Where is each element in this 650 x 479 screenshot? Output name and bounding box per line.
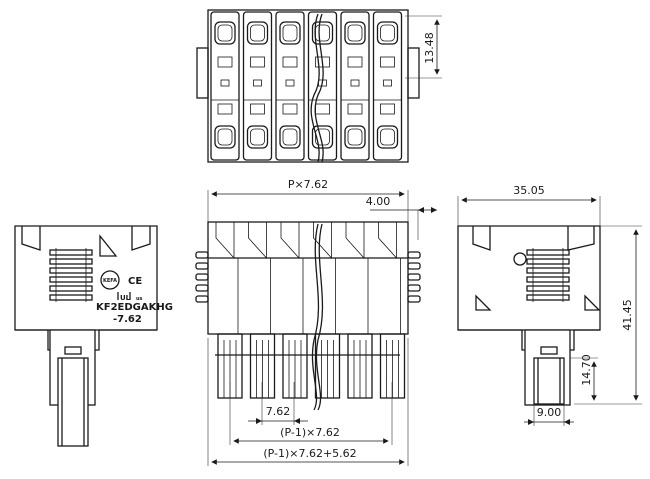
ul-mark: UL us bbox=[117, 292, 143, 302]
top-column bbox=[340, 11, 370, 161]
release-slot bbox=[380, 103, 395, 115]
front-fin bbox=[407, 295, 421, 303]
front-slot bbox=[313, 222, 332, 260]
release-slot bbox=[380, 56, 395, 68]
front-pin bbox=[379, 333, 406, 399]
release-slot bbox=[347, 56, 363, 68]
side-fin bbox=[49, 258, 93, 265]
top-view: 13.48 bbox=[196, 9, 442, 163]
front-fin bbox=[195, 295, 209, 303]
release-slot bbox=[282, 103, 298, 115]
front-view: P×7.62 4.00 7.62 (P-1)×7.62 (P-1)×7.62+5… bbox=[195, 178, 437, 466]
wire-entry-bottom bbox=[376, 125, 399, 149]
top-view-columns bbox=[210, 11, 403, 161]
front-view-fins bbox=[195, 251, 421, 303]
wire-entry-bottom bbox=[279, 125, 301, 149]
front-slot bbox=[248, 222, 267, 260]
front-fin bbox=[407, 251, 421, 259]
front-pin bbox=[314, 333, 341, 399]
front-view-slots bbox=[215, 222, 401, 334]
top-view-ears bbox=[196, 47, 420, 99]
dim-total-height: 41.45 bbox=[621, 299, 634, 331]
side-fin bbox=[49, 249, 93, 256]
top-column bbox=[275, 11, 305, 161]
front-fin bbox=[407, 284, 421, 292]
front-slot bbox=[280, 222, 300, 260]
side-fin bbox=[526, 258, 570, 265]
part-number-line1: KF2EDGAKHG bbox=[96, 302, 173, 313]
side-fin bbox=[49, 285, 93, 292]
front-fin bbox=[407, 262, 421, 270]
release-slot bbox=[250, 103, 265, 115]
wire-entry-top bbox=[376, 21, 399, 45]
kefa-logo: KEFA bbox=[100, 270, 120, 290]
break-line-top bbox=[314, 13, 324, 163]
side-fin bbox=[49, 294, 93, 301]
side-fin bbox=[526, 294, 570, 301]
side-left-fins bbox=[49, 248, 93, 302]
ce-mark-text: CE bbox=[128, 276, 142, 287]
dim-pin-width: 9.00 bbox=[537, 406, 562, 419]
front-slot bbox=[215, 222, 235, 260]
side-right-circle bbox=[513, 252, 527, 266]
side-view-right: 35.05 41.45 14.70 9.00 bbox=[457, 184, 642, 426]
front-pin bbox=[282, 333, 308, 399]
dim-pitch-total: P×7.62 bbox=[288, 178, 328, 191]
front-view-pins bbox=[217, 333, 406, 399]
release-slot bbox=[250, 56, 265, 68]
kefa-logo-text: KEFA bbox=[103, 278, 117, 284]
front-pin bbox=[347, 333, 373, 399]
front-fin bbox=[407, 273, 421, 281]
release-slot bbox=[347, 103, 363, 115]
dim-span-pitch: (P-1)×7.62 bbox=[280, 426, 340, 439]
release-slot bbox=[282, 56, 298, 68]
dim-pitch: 7.62 bbox=[266, 405, 291, 418]
wire-entry-bottom bbox=[214, 125, 236, 149]
front-pin bbox=[249, 333, 276, 399]
wire-entry-bottom bbox=[246, 125, 269, 149]
front-fin bbox=[195, 262, 209, 270]
front-slot bbox=[345, 222, 365, 260]
top-column bbox=[372, 11, 403, 161]
front-fin bbox=[195, 284, 209, 292]
part-number-line2: -7.62 bbox=[113, 314, 142, 325]
dim-depth: 35.05 bbox=[513, 184, 545, 197]
side-fin bbox=[49, 267, 93, 274]
release-slot bbox=[217, 56, 233, 68]
front-fin bbox=[195, 273, 209, 281]
ce-mark: CE bbox=[128, 276, 142, 287]
wire-entry-top bbox=[214, 21, 236, 45]
dim-offset: 4.00 bbox=[366, 195, 391, 208]
release-slot bbox=[217, 103, 233, 115]
wire-entry-top bbox=[311, 21, 334, 45]
top-column bbox=[210, 11, 240, 161]
front-fin bbox=[195, 251, 209, 259]
wire-entry-top bbox=[344, 21, 366, 45]
side-fin bbox=[526, 285, 570, 292]
top-column bbox=[242, 11, 273, 161]
dim-height-top: 13.48 bbox=[423, 32, 436, 64]
side-view-left: KEFA CE UL us KF2EDGAKHG -7.62 bbox=[14, 225, 173, 447]
side-fin bbox=[526, 267, 570, 274]
side-fin bbox=[526, 276, 570, 283]
wire-entry-top bbox=[279, 21, 301, 45]
wire-entry-top bbox=[246, 21, 269, 45]
front-slot bbox=[378, 222, 397, 260]
ul-mark-text: UL bbox=[120, 294, 131, 302]
side-left-pin-window bbox=[64, 346, 82, 355]
dim-pin-height: 14.70 bbox=[580, 354, 593, 386]
side-right-fins bbox=[526, 248, 570, 302]
ul-us-text: us bbox=[136, 296, 143, 302]
side-fin bbox=[49, 276, 93, 283]
break-line-front bbox=[315, 223, 324, 411]
wire-entry-bottom bbox=[344, 125, 366, 149]
side-fin bbox=[526, 249, 570, 256]
dim-span-total: (P-1)×7.62+5.62 bbox=[263, 447, 356, 460]
